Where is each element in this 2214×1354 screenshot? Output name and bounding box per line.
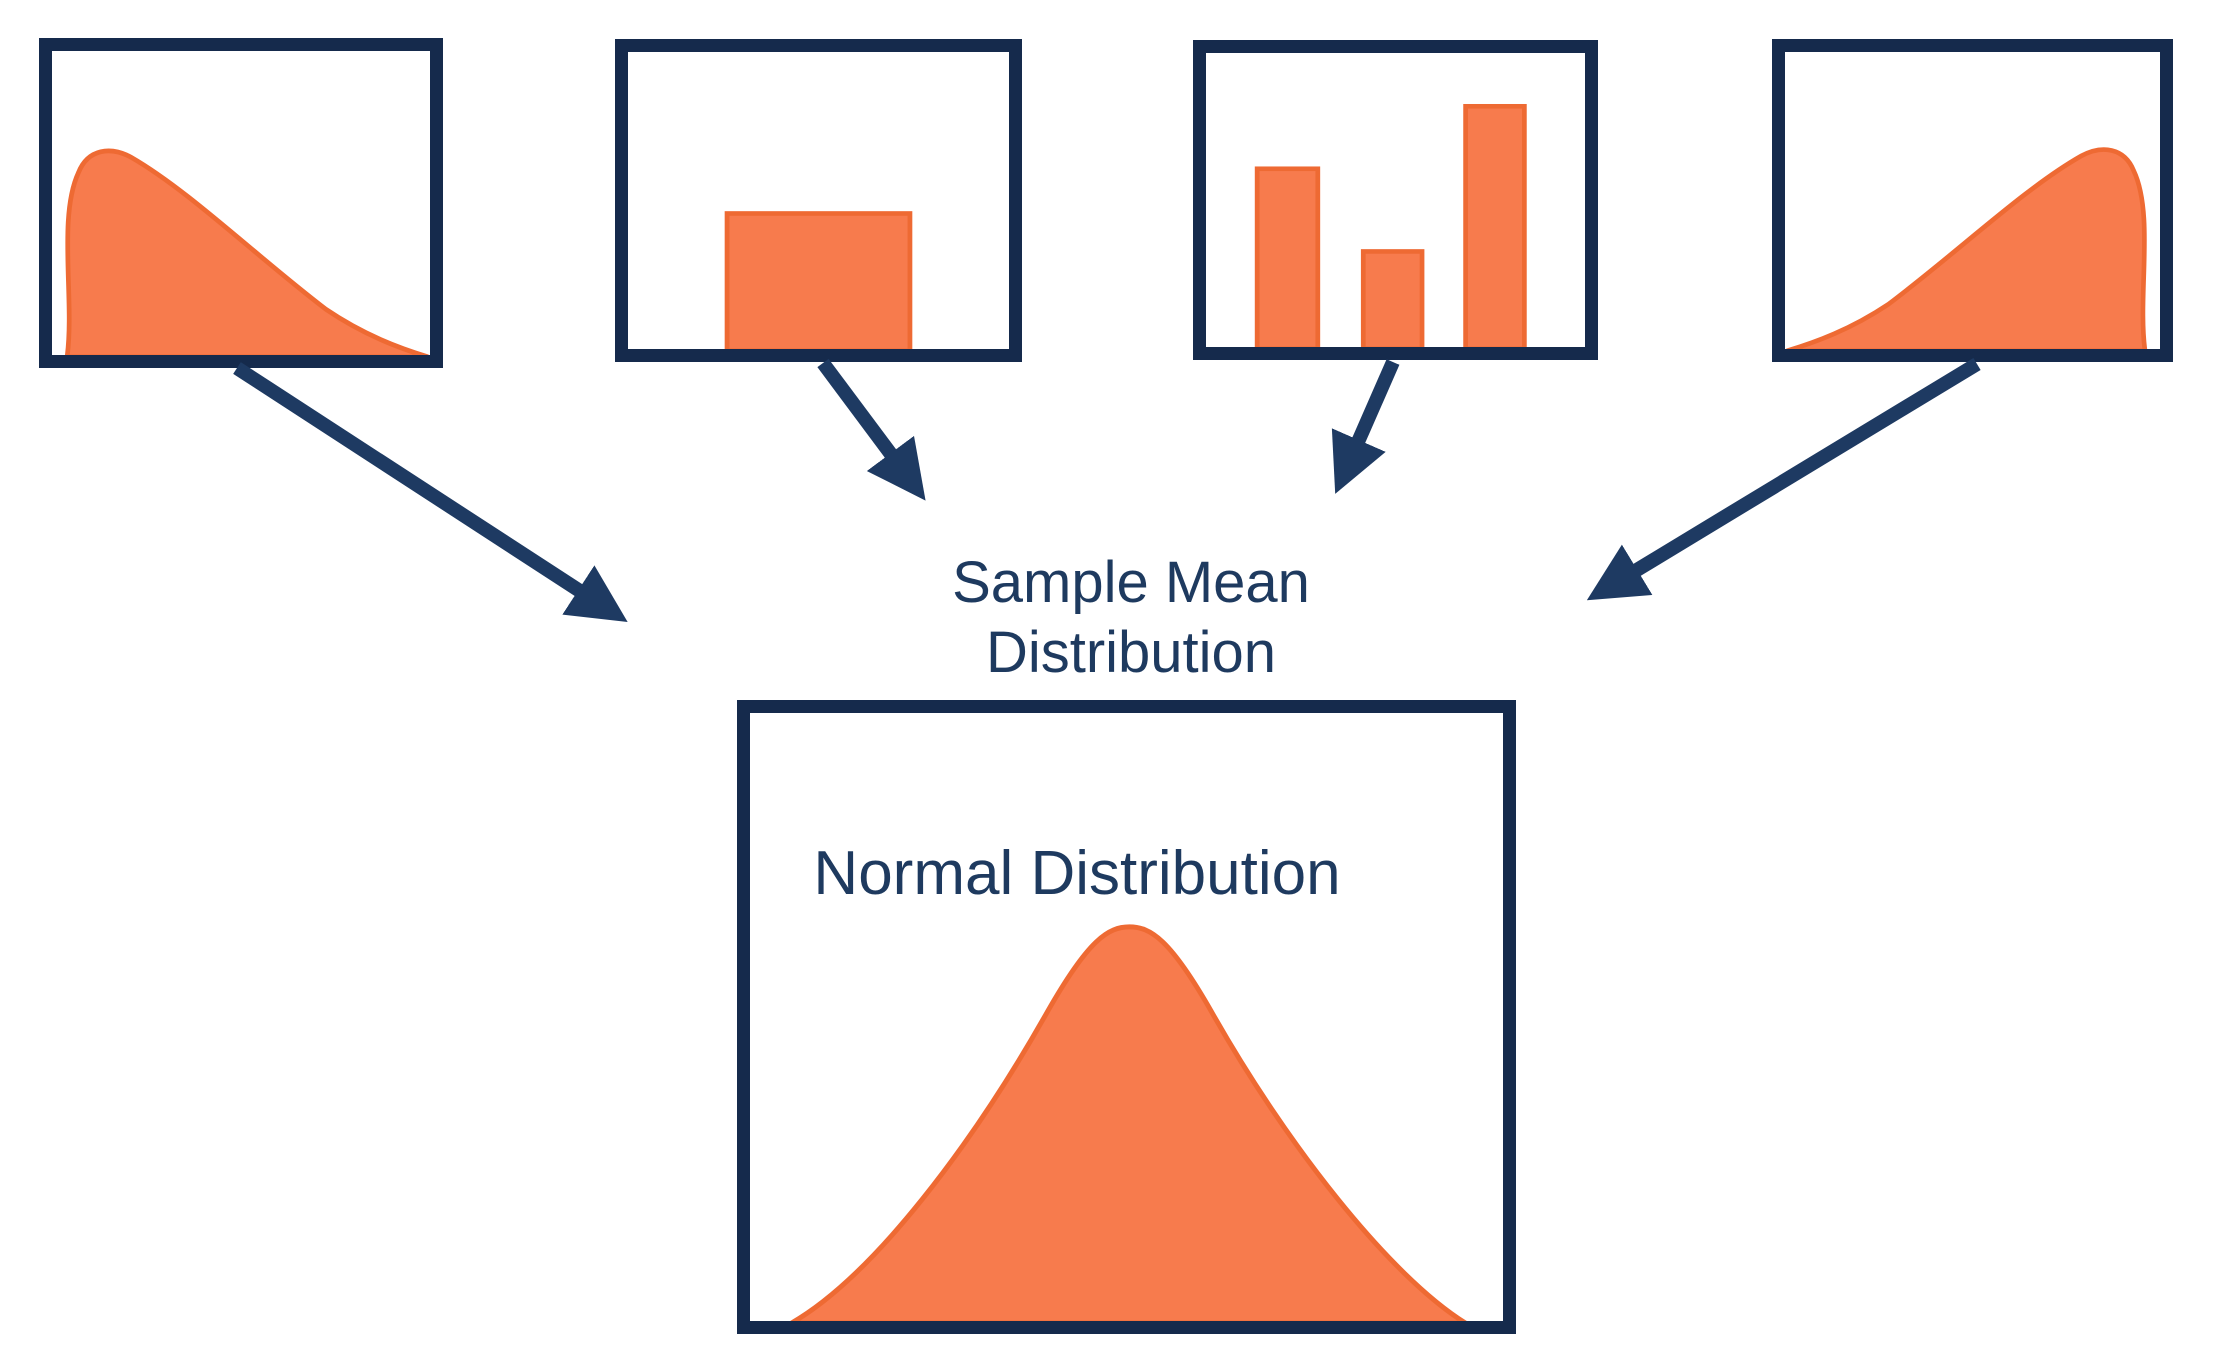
right-skewed-curve-svg (64, 148, 429, 355)
bar-chart-svg (1254, 103, 1527, 347)
uniform-distribution-svg (724, 211, 913, 349)
normal-distribution-label: Normal Distribution (813, 839, 1341, 908)
sample-mean-distribution-label: Sample Mean Distribution (831, 548, 1431, 688)
left-skewed-curve-svg (1786, 147, 2148, 349)
panel-uniform-distribution (615, 39, 1022, 362)
panel-left-skewed-distribution (1772, 39, 2173, 362)
bar-3 (1463, 103, 1527, 347)
arrow-left-skewed-to-sample-mean (1586, 358, 1981, 601)
right-skewed-curve (64, 148, 429, 355)
arrow-uniform-to-sample-mean (817, 358, 926, 501)
bell-curve (790, 924, 1467, 1321)
panel-normal-distribution (737, 700, 1516, 1334)
arrow-right-skewed-to-sample-mean (233, 362, 628, 623)
bar-1 (1254, 166, 1321, 347)
uniform-block (724, 211, 913, 349)
panel-right-skewed-distribution (39, 38, 443, 368)
left-skewed-curve (1786, 147, 2148, 349)
bar-2 (1360, 249, 1425, 347)
bell-curve-svg (790, 924, 1467, 1321)
sample-mean-label-line1: Sample Mean (952, 550, 1310, 615)
sample-mean-label-line2: Distribution (985, 620, 1277, 685)
arrow-bar-chart-to-sample-mean (1331, 359, 1400, 494)
panel-bar-chart-distribution (1193, 40, 1598, 360)
